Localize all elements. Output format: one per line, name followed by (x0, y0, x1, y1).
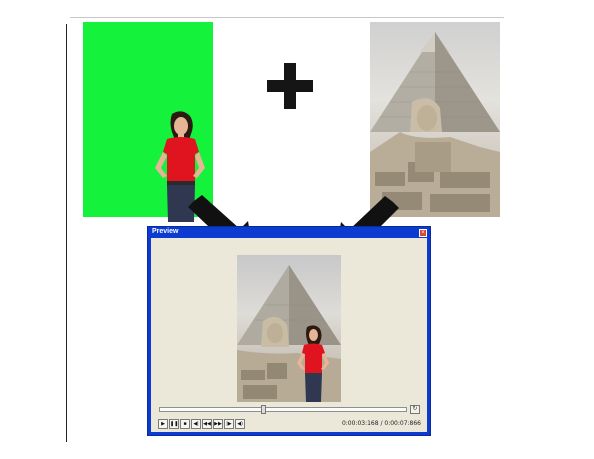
rewind-icon: ◀◀ (203, 421, 211, 427)
pyramid-sphinx-art (370, 32, 500, 217)
previous-frame-button[interactable]: ◀| (191, 419, 201, 429)
volume-icon: ◀) (237, 421, 243, 427)
plus-icon (267, 63, 313, 109)
loop-button[interactable]: ↻ (410, 405, 420, 414)
fast-forward-icon: ▶▶ (214, 421, 222, 427)
video-display (237, 255, 341, 402)
person-figure (155, 111, 205, 222)
next-frame-button[interactable]: |▶ (224, 419, 234, 429)
seek-thumb[interactable] (261, 405, 267, 414)
stop-icon: ■ (183, 421, 187, 427)
seek-bar[interactable] (159, 407, 407, 412)
next-frame-icon: |▶ (226, 421, 232, 427)
previous-frame-icon: ◀| (193, 421, 199, 427)
volume-button[interactable]: ◀) (235, 419, 245, 429)
playback-controls: ▶ ❚❚ ■ ◀| ◀◀ ▶▶ |▶ ◀) (158, 419, 245, 430)
preview-window: Preview × (147, 226, 431, 436)
timecode-display: 0:00:03:168 / 0:00:07:866 (341, 420, 421, 427)
pause-button[interactable]: ❚❚ (169, 419, 179, 429)
pyramid-sphinx-image (370, 22, 500, 217)
stop-button[interactable]: ■ (180, 419, 190, 429)
composited-frame (237, 265, 341, 402)
window-body: ↻ ▶ ❚❚ ■ ◀| ◀◀ ▶▶ |▶ ◀) 0:00:03:168 / 0:… (151, 238, 427, 432)
close-button[interactable]: × (419, 229, 427, 237)
window-title: Preview (152, 228, 179, 235)
play-icon: ▶ (161, 421, 165, 427)
green-screen-image (83, 22, 213, 222)
pause-icon: ❚❚ (170, 421, 179, 427)
fast-forward-button[interactable]: ▶▶ (213, 419, 223, 429)
frame-left-border (66, 24, 67, 442)
play-button[interactable]: ▶ (158, 419, 168, 429)
frame-top-border (70, 17, 504, 18)
rewind-button[interactable]: ◀◀ (202, 419, 212, 429)
